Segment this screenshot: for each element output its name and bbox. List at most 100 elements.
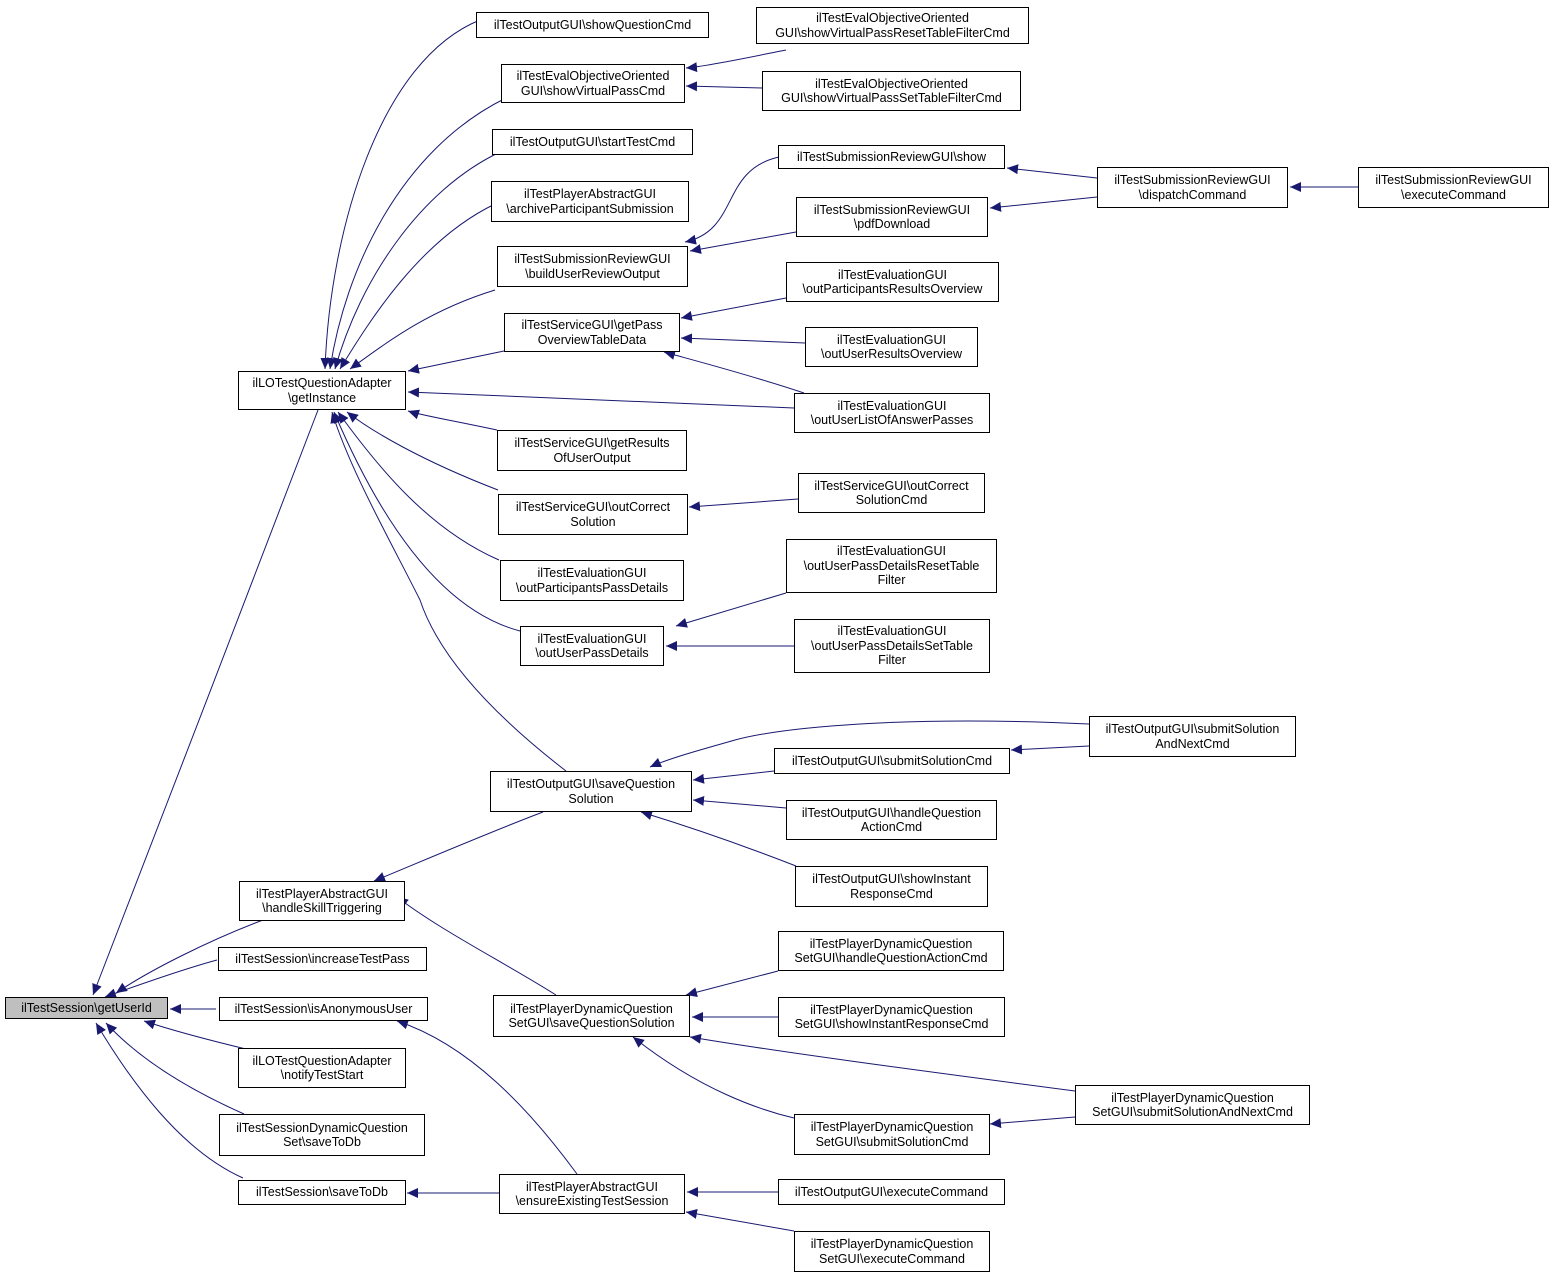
node-label-line: ilLOTestQuestionAdapter xyxy=(252,376,392,390)
call-edge-arrow xyxy=(685,49,787,73)
call-edge-arrow xyxy=(333,411,521,632)
call-edge-arrow xyxy=(407,409,498,431)
node-label-line: ilTestSubmissionReviewGUI xyxy=(813,202,971,217)
node-ensure-existing-test-session[interactable]: ilTestPlayerAbstractGUI\ensureExistingTe… xyxy=(499,1174,685,1214)
edge-layer xyxy=(92,19,1358,1232)
node-build-user-review-output[interactable]: ilTestSubmissionReviewGUI\buildUserRevie… xyxy=(497,246,688,287)
node-out-user-list-of-answer-passes[interactable]: ilTestEvaluationGUI\outUserListOfAnswerP… xyxy=(794,393,990,433)
node-label-line: OverviewTableData xyxy=(537,332,647,347)
node-label-line: ilTestEvaluationGUI xyxy=(837,398,947,413)
node-label-line: ilTestPlayerAbstractGUI xyxy=(526,1179,658,1194)
node-out-user-pass-details-reset-table-filter[interactable]: ilTestEvaluationGUI\outUserPassDetailsRe… xyxy=(786,539,997,593)
call-edge-arrow xyxy=(407,387,795,409)
node-get-user-id[interactable]: ilTestSession\getUserId xyxy=(5,997,168,1019)
call-edge-arrow xyxy=(95,1022,244,1179)
node-out-user-results-overview[interactable]: ilTestEvaluationGUI\outUserResultsOvervi… xyxy=(805,327,978,367)
node-review-dispatch-command[interactable]: ilTestSubmissionReviewGUI\dispatchComman… xyxy=(1097,167,1288,208)
node-show-question-cmd[interactable]: ilTestOutputGUI\showQuestionCmd xyxy=(476,12,709,38)
node-out-participants-results-overview[interactable]: ilTestEvaluationGUI\outParticipantsResul… xyxy=(786,262,999,302)
node-label-line: Solution xyxy=(568,791,614,806)
node-label-line: ilTestEvalObjectiveOriented xyxy=(815,76,968,91)
node-label-line: ilTestPlayerDynamicQuestion xyxy=(809,936,973,951)
node-out-participants-pass-details[interactable]: ilTestEvaluationGUI\outParticipantsPassD… xyxy=(500,560,684,601)
node-save-to-db[interactable]: ilTestSession\saveToDb xyxy=(238,1180,406,1205)
call-edge-arrow xyxy=(326,97,507,370)
node-label-line: ilTestPlayerAbstractGUI xyxy=(256,886,388,901)
call-edge-arrow xyxy=(692,795,787,809)
node-archive-participant-submission[interactable]: ilTestPlayerAbstractGUI\archiveParticipa… xyxy=(491,181,689,222)
node-is-anonymous-user[interactable]: ilTestSession\isAnonymousUser xyxy=(219,997,428,1021)
call-edge-arrow xyxy=(689,231,797,254)
node-label-line: ilTestEvalObjectiveOriented xyxy=(516,69,670,83)
node-label-line: ilTestPlayerDynamicQuestion xyxy=(810,1237,974,1251)
node-label-line: SolutionCmd xyxy=(855,493,928,507)
node-label-line: ilTestOutputGUI\executeCommand xyxy=(794,1184,989,1199)
node-label-line: ilTestOutputGUI\submitSolution xyxy=(1105,722,1280,736)
node-label-line: ilTestSession\increaseTestPass xyxy=(235,951,410,966)
node-label-line: \pdfDownload xyxy=(853,217,931,231)
node-start-test-cmd[interactable]: ilTestOutputGUI\startTestCmd xyxy=(492,129,693,155)
node-submit-solution-cmd[interactable]: ilTestOutputGUI\submitSolutionCmd xyxy=(774,748,1010,774)
node-label-line: ilTestOutputGUI\showQuestionCmd xyxy=(493,17,692,32)
call-edge-arrow xyxy=(346,411,499,491)
node-output-execute-command[interactable]: ilTestOutputGUI\executeCommand xyxy=(778,1179,1005,1205)
node-label-line: SetGUI\submitSolutionCmd xyxy=(815,1134,969,1149)
node-label-line: ResponseCmd xyxy=(850,886,933,901)
node-label-line: ilTestEvaluationGUI xyxy=(537,631,647,646)
node-out-user-pass-details[interactable]: ilTestEvaluationGUI\outUserPassDetails xyxy=(520,626,664,666)
node-handle-skill-triggering[interactable]: ilTestPlayerAbstractGUI\handleSkillTrigg… xyxy=(239,881,405,921)
node-label-line: GUI\showVirtualPassCmd xyxy=(520,83,666,98)
node-get-instance[interactable]: ilLOTestQuestionAdapter\getInstance xyxy=(238,371,406,410)
call-edge-arrow xyxy=(1010,744,1090,755)
node-label-line: ilTestOutputGUI\submitSolutionCmd xyxy=(791,753,993,768)
node-label-line: ilTestPlayerAbstractGUI xyxy=(524,187,656,201)
node-label-line: SetGUI\submitSolutionAndNextCmd xyxy=(1092,1105,1293,1119)
call-edge-arrow xyxy=(104,959,218,998)
node-label-line: ilTestOutputGUI\startTestCmd xyxy=(509,134,676,149)
node-label-line: Set\saveToDb xyxy=(283,1135,361,1149)
node-label-line: \outParticipantsPassDetails xyxy=(515,580,669,595)
node-review-execute-command[interactable]: ilTestSubmissionReviewGUI\executeCommand xyxy=(1358,167,1549,208)
node-label-line: \dispatchCommand xyxy=(1138,187,1247,202)
call-edge-arrow xyxy=(989,1116,1076,1129)
node-label-line: ilTestSession\saveToDb xyxy=(255,1185,388,1200)
node-label-line: \archiveParticipantSubmission xyxy=(506,201,674,216)
node-increase-test-pass[interactable]: ilTestSession\increaseTestPass xyxy=(218,947,427,971)
node-label-line: \outUserResultsOverview xyxy=(820,347,962,361)
node-label-line: Filter xyxy=(878,653,906,668)
node-label-line: \outUserPassDetailsSetTable xyxy=(811,638,973,653)
node-label-line: OfUserOutput xyxy=(553,450,631,465)
node-label-line: ilTestSubmissionReviewGUI xyxy=(1114,173,1271,187)
node-review-show[interactable]: ilTestSubmissionReviewGUI\show xyxy=(778,145,1005,169)
node-out-user-pass-details-set-table-filter[interactable]: ilTestEvaluationGUI\outUserPassDetailsSe… xyxy=(794,619,990,673)
call-edge-arrow xyxy=(373,811,544,882)
node-label-line: ilTestServiceGUI\outCorrect xyxy=(515,500,671,514)
call-edge-arrow xyxy=(688,498,799,512)
call-edge-arrow xyxy=(143,1019,251,1051)
node-notify-test-start[interactable]: ilLOTestQuestionAdapter\notifyTestStart xyxy=(238,1048,406,1088)
node-label-line: ilTestEvaluationGUI xyxy=(837,624,947,639)
node-pdf-download[interactable]: ilTestSubmissionReviewGUI\pdfDownload xyxy=(796,197,988,237)
call-edge-arrow xyxy=(680,333,806,344)
call-edge-arrow xyxy=(337,411,500,561)
node-label-line: ilTestPlayerDynamicQuestion xyxy=(810,1120,974,1134)
